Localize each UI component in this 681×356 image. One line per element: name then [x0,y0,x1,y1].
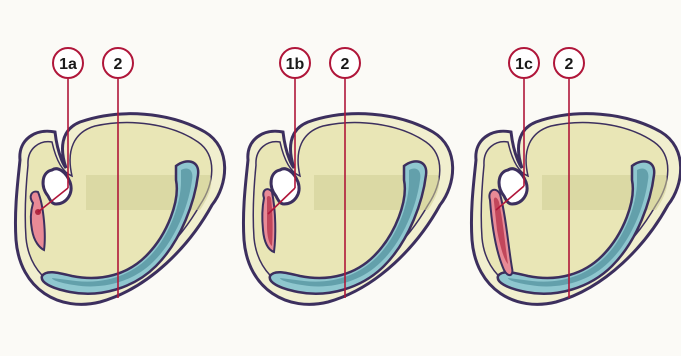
label-2-third: 2 [565,56,574,73]
label-2-first: 2 [114,56,123,73]
label-1b: 1b [286,56,305,73]
label-1a: 1a [59,56,77,73]
label-1c: 1c [515,56,533,73]
label-2-second: 2 [341,56,350,73]
